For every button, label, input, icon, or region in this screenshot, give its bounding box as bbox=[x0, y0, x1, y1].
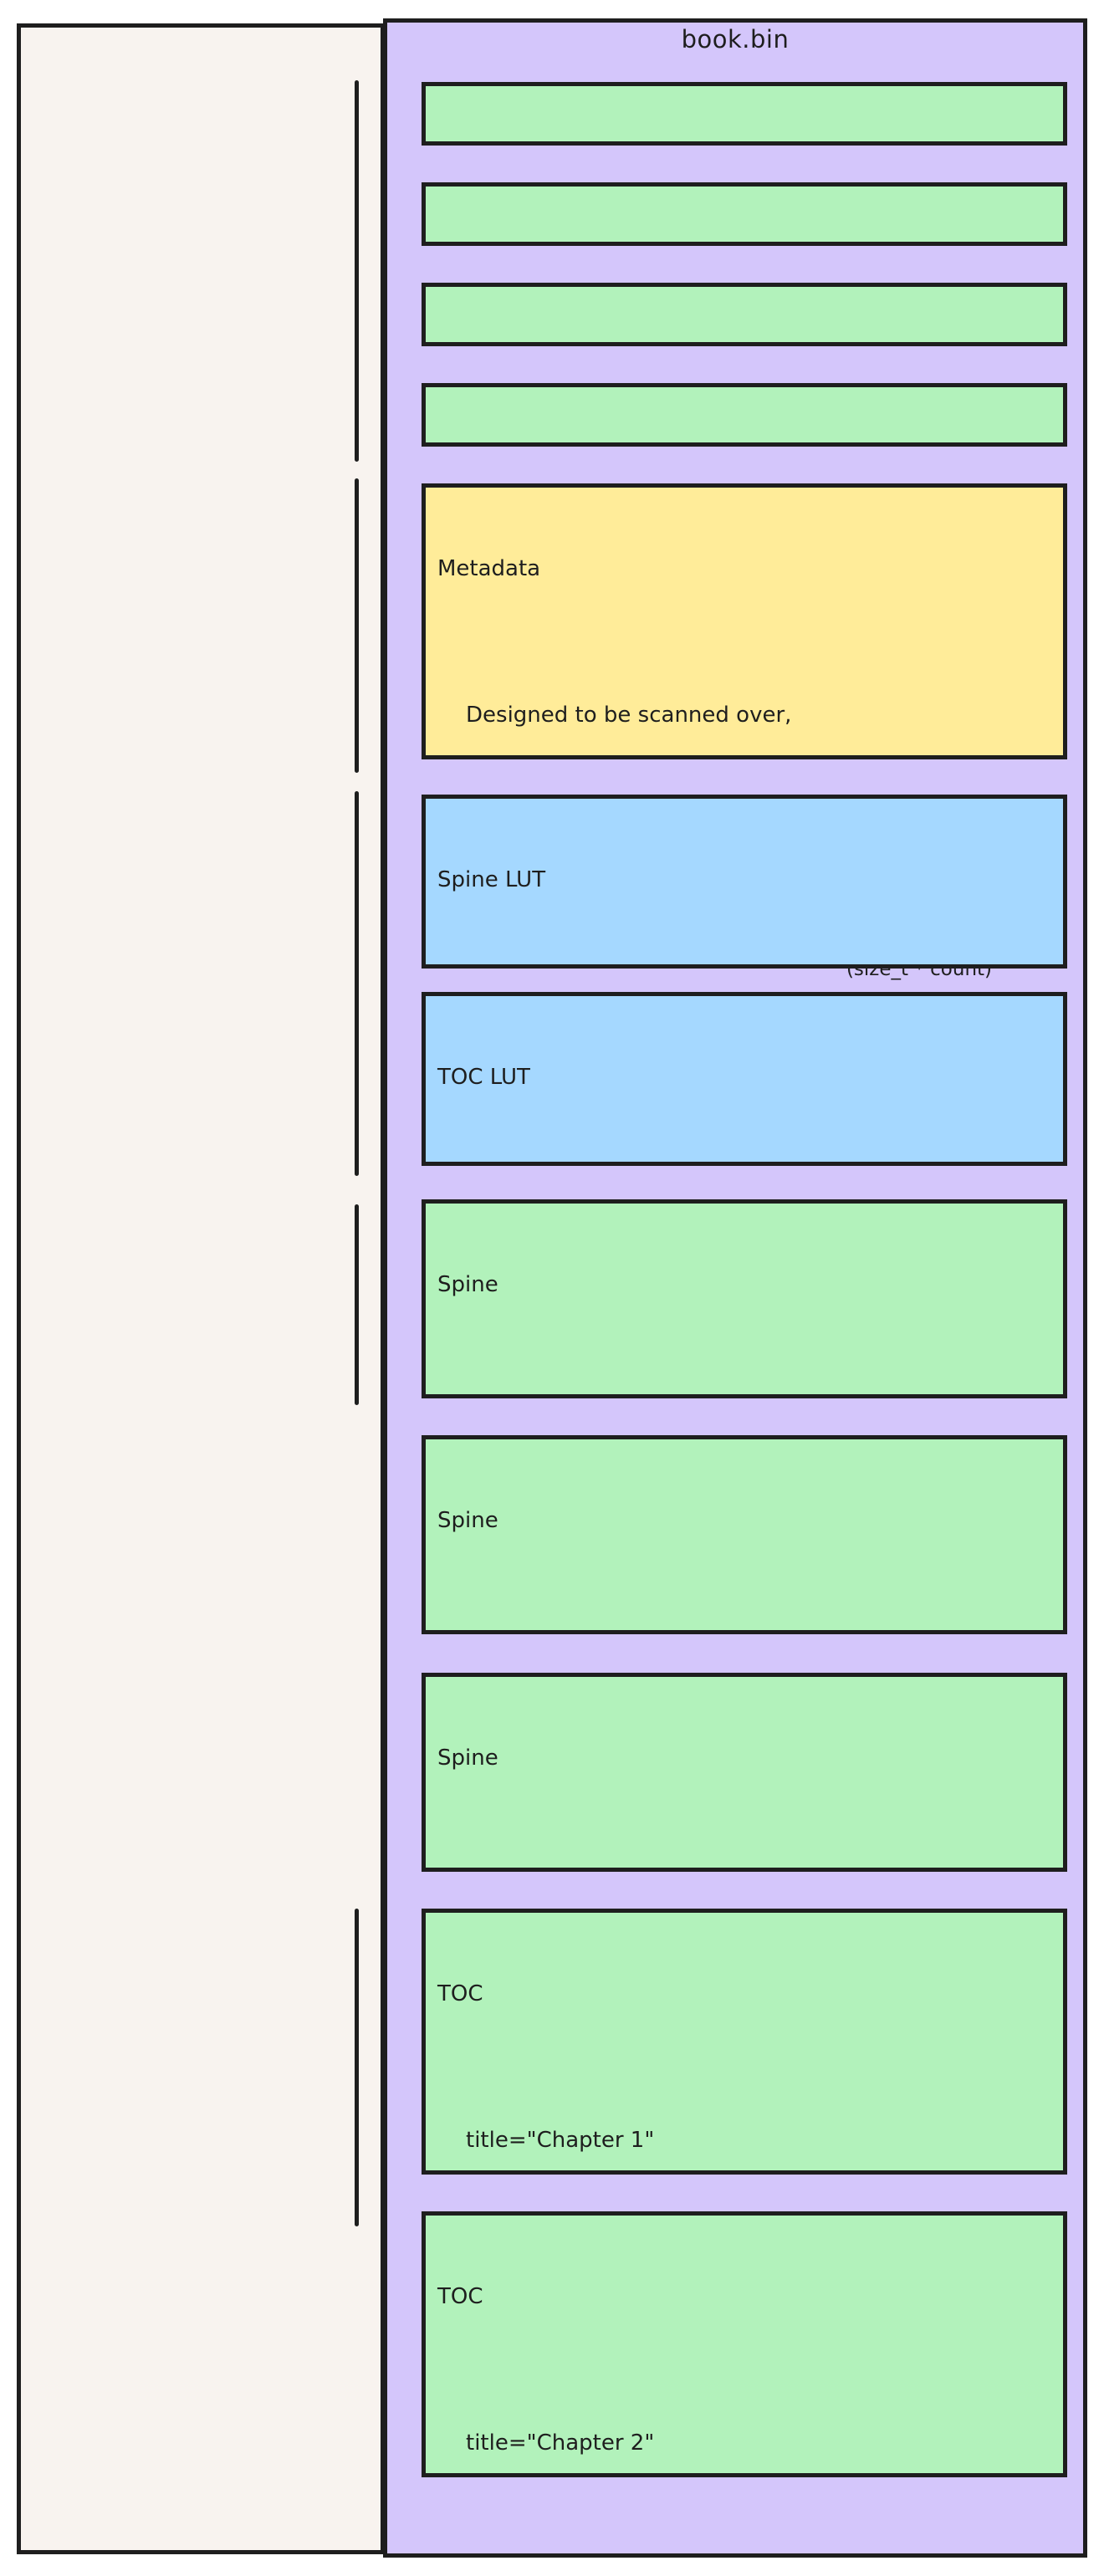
record-spine-2: Spine href="text/part1_01.html" cumSize=… bbox=[422, 1435, 1067, 1634]
record-spine-1: Spine href="text/part1.html" cumSize=123… bbox=[422, 1199, 1067, 1398]
record-version: VERSION = 1 bbox=[422, 82, 1067, 146]
record-spine-1-title: Spine bbox=[437, 1272, 498, 1297]
record-toc-lut-title: TOC LUT bbox=[437, 1065, 530, 1090]
page-title: book.bin bbox=[681, 25, 790, 54]
record-spine-3-title: Spine bbox=[437, 1745, 498, 1771]
record-toc-2-title-attr: title="Chapter 2" bbox=[466, 2430, 655, 2456]
record-spine-2-title: Spine bbox=[437, 1508, 498, 1533]
group-bar-fixed-size bbox=[355, 80, 359, 462]
record-toc-2-title: TOC bbox=[437, 2284, 483, 2309]
group-bar-knowable-variable bbox=[355, 791, 359, 1176]
record-spine-3: Spine href="text/part2.html" cumSize=123… bbox=[422, 1673, 1067, 1872]
record-spine-lut: Spine LUT size_t item per spine item poi… bbox=[422, 795, 1067, 969]
left-annotation-panel bbox=[17, 23, 385, 2554]
record-toc-1-title: TOC bbox=[437, 1981, 483, 2006]
record-spine-lut-title: Spine LUT bbox=[437, 867, 546, 892]
record-metadata-line-1: Designed to be scanned over, bbox=[466, 703, 792, 728]
record-toc-lut: TOC LUT size_t item per TOC item pointin… bbox=[422, 992, 1067, 1166]
record-toc-2: TOC title="Chapter 2" href="text/part2.h… bbox=[422, 2211, 1067, 2477]
record-metadata-title: Metadata bbox=[437, 556, 541, 581]
group-bar-variable-fixed-start bbox=[355, 478, 359, 773]
record-toc-1-title-attr: title="Chapter 1" bbox=[466, 2128, 655, 2153]
record-lut-offset: LUT Offset bbox=[422, 182, 1067, 246]
group-bar-variable-title-href bbox=[355, 1909, 359, 2226]
record-spine-count: Spine count bbox=[422, 283, 1067, 346]
group-bar-variable-href bbox=[355, 1204, 359, 1405]
record-metadata: Metadata Designed to be scanned over, or… bbox=[422, 483, 1067, 759]
record-toc-count: TOC count bbox=[422, 383, 1067, 447]
record-toc-1: TOC title="Chapter 1" href="text/part1.h… bbox=[422, 1909, 1067, 2175]
